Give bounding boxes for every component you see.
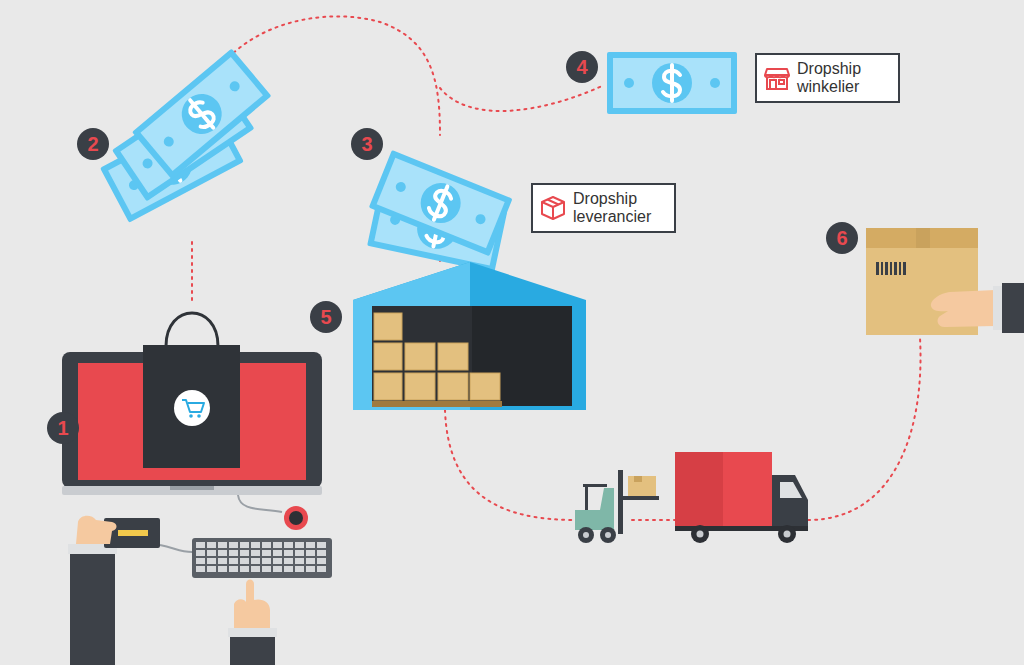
box-icon [540, 195, 566, 221]
shop-icon [764, 65, 790, 91]
money-bill [607, 52, 737, 114]
desk-items [160, 495, 332, 578]
delivered-package [866, 228, 1024, 335]
money-stack [100, 48, 271, 222]
truck [675, 452, 808, 543]
box-icon [540, 195, 566, 221]
callout-number: 5 [310, 301, 342, 333]
callout-number: 6 [826, 222, 858, 254]
box-icon [764, 65, 790, 91]
shopping-bag [143, 313, 240, 468]
label-box: Dropship leverancier [531, 183, 676, 233]
warehouse [353, 262, 586, 410]
forklift [575, 470, 659, 543]
label-box: Dropship winkelier [755, 53, 900, 103]
box-label: Dropship winkelier [797, 60, 889, 96]
hand-typing [228, 580, 277, 665]
callout-number: 1 [47, 412, 79, 444]
callout-number: 2 [77, 128, 109, 160]
callout-number: 3 [351, 128, 383, 160]
callout-number: 4 [566, 51, 598, 83]
box-label: Dropship leverancier [573, 190, 665, 226]
money-stack [367, 150, 512, 273]
hand-with-card [68, 516, 160, 665]
